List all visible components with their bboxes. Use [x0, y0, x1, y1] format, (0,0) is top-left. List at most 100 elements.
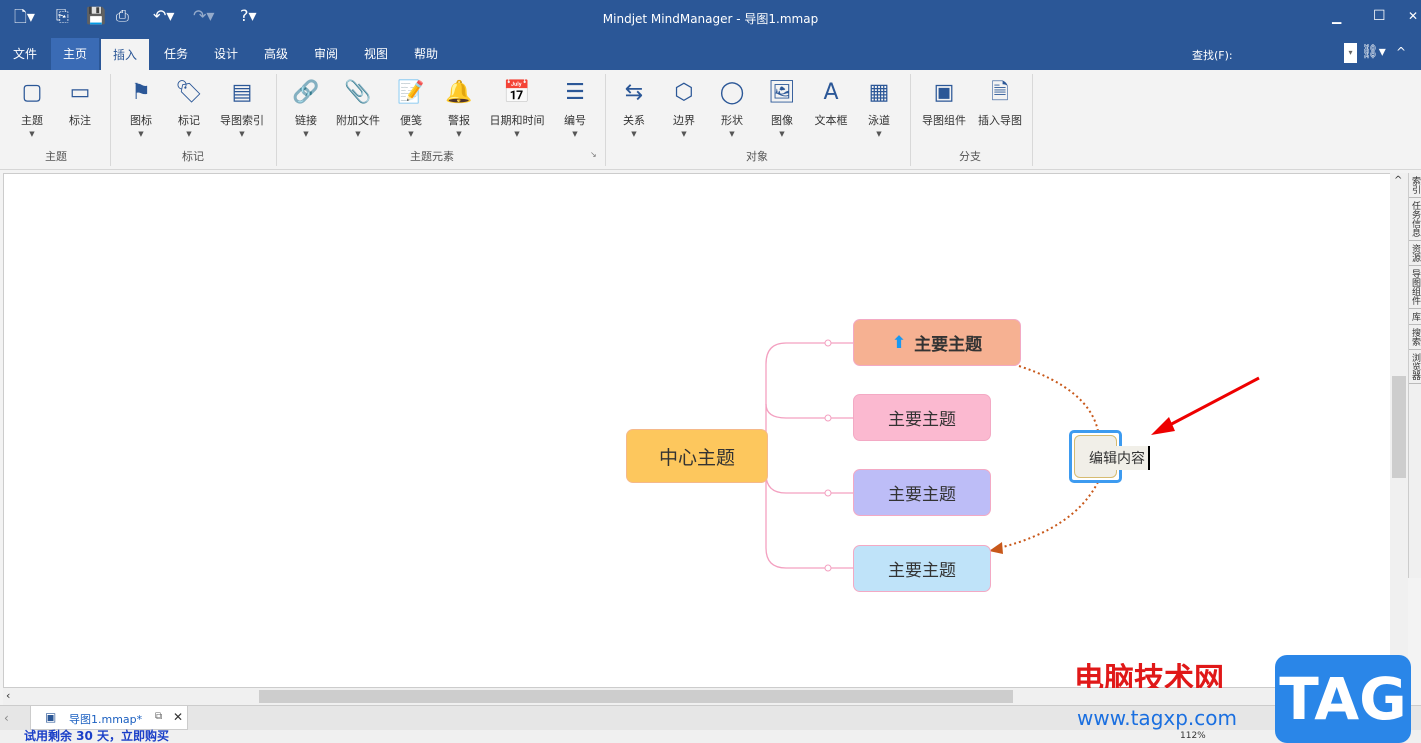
tab-task[interactable]: 任务: [164, 47, 189, 61]
tab-help[interactable]: 帮助: [414, 47, 439, 61]
insert-map-button[interactable]: 🗎 插入导图: [972, 78, 1028, 128]
open-icon[interactable]: ⎘: [56, 6, 69, 25]
relationship-button[interactable]: ⇆关系▼: [606, 78, 662, 138]
print-icon[interactable]: ⎙: [116, 6, 129, 25]
collapse-ribbon-icon[interactable]: ^: [1396, 45, 1407, 59]
dropdown-arrow-icon: ▼: [303, 130, 309, 138]
undo-icon[interactable]: ↶▾: [153, 6, 175, 25]
dropdown-arrow-icon: ▼: [239, 130, 245, 138]
scroll-left-icon[interactable]: ‹: [6, 689, 11, 702]
button-label: 图像: [771, 114, 793, 127]
callout-button[interactable]: ▭标注: [52, 78, 108, 128]
note-icon: 📝: [397, 80, 425, 105]
find-dropdown[interactable]: ▾: [1344, 43, 1357, 63]
tab-insert[interactable]: 插入: [101, 39, 150, 71]
topic-button[interactable]: ▢主题▼: [4, 78, 60, 138]
dropdown-arrow-icon: ▼: [355, 130, 361, 138]
tab-home[interactable]: 主页: [51, 38, 100, 70]
relationship-line: [998, 481, 1099, 549]
close-button[interactable]: ✕: [1408, 9, 1419, 23]
main-topic-2[interactable]: 主要主题: [853, 394, 991, 441]
dropdown-arrow-icon: ▼: [186, 130, 192, 138]
horizontal-scrollbar[interactable]: ‹: [3, 688, 1391, 705]
side-panel-tab[interactable]: 搜索: [1409, 325, 1421, 350]
button-label: 标记: [178, 114, 200, 127]
branch-line: [765, 456, 854, 569]
icon-button[interactable]: ⚑图标▼: [113, 78, 169, 138]
help-icon[interactable]: ?▾: [240, 6, 257, 25]
binoculars-icon[interactable]: ⛓▾: [1361, 44, 1386, 60]
tag-icon: 🏷: [175, 80, 203, 105]
trial-link[interactable]: 试用剩余 30 天，立即购买: [24, 729, 170, 743]
attachment-button[interactable]: 📎附加文件▼: [330, 78, 386, 138]
main-topic-3[interactable]: 主要主题: [853, 469, 991, 516]
map-canvas[interactable]: 中心主题 ⬆主要主题 主要主题 主要主题 主要主题 编辑内容 电脑技术网: [3, 173, 1391, 697]
button-label: 链接: [295, 114, 317, 127]
image-button[interactable]: 🖼图像▼: [754, 78, 810, 138]
tab-scroll-left-icon[interactable]: ‹: [4, 711, 9, 725]
swimlane-button[interactable]: ▦泳道▼: [851, 78, 907, 138]
map-index-button[interactable]: ▤导图索引▼: [214, 78, 270, 138]
button-label: 边界: [673, 114, 695, 127]
new-icon[interactable]: 🗋▾: [14, 7, 35, 26]
group-label: 对象: [746, 150, 768, 163]
tab-advanced[interactable]: 高级: [264, 47, 289, 61]
shape-button[interactable]: ◯形状▼: [704, 78, 760, 138]
tab-review[interactable]: 审阅: [314, 47, 339, 61]
relationship-icon: ⇆: [624, 80, 644, 105]
button-label: 警报: [448, 114, 470, 127]
redo-icon[interactable]: ↷▾: [193, 6, 215, 25]
button-label: 编号: [564, 114, 586, 127]
tab-file[interactable]: 文件: [13, 47, 38, 61]
tab-view[interactable]: 视图: [364, 47, 389, 61]
icon-icon: ⚑: [131, 80, 151, 105]
button-label: 文本框: [814, 114, 848, 127]
note-button[interactable]: 📝便笺▼: [383, 78, 439, 138]
vertical-scrollbar[interactable]: ^: [1390, 173, 1408, 688]
main-topic-4[interactable]: 主要主题: [853, 545, 991, 592]
callout-edit-input[interactable]: 编辑内容: [1086, 446, 1150, 470]
ribbon-tabs: 文件 主页 插入 任务 设计 高级 审阅 视图 帮助 查找(F): ▾ ⛓▾ ^: [0, 38, 1421, 71]
date-time-button[interactable]: 📅日期和时间▼: [489, 78, 545, 138]
dropdown-arrow-icon: ▼: [138, 130, 144, 138]
close-tab-icon[interactable]: ✕: [173, 710, 184, 724]
numbering-button[interactable]: ☰编号▼: [547, 78, 603, 138]
map-part-button[interactable]: ▣ 导图组件: [916, 78, 972, 128]
scroll-thumb[interactable]: [1392, 376, 1406, 478]
button-label: 关系: [623, 114, 645, 127]
main-topic-1[interactable]: ⬆主要主题: [853, 319, 1021, 366]
insert-map-icon: 🗎: [991, 80, 1009, 105]
save-icon[interactable]: 💾: [86, 6, 106, 25]
central-topic[interactable]: 中心主题: [626, 429, 768, 483]
side-panel-tab[interactable]: 资源: [1409, 241, 1421, 266]
zoom-level[interactable]: 112%: [1180, 731, 1206, 741]
side-panel-tab[interactable]: 索引: [1409, 173, 1421, 198]
side-panel-tab[interactable]: 任务信息: [1409, 198, 1421, 241]
side-panel-tab[interactable]: 导图组件: [1409, 266, 1421, 309]
link-button[interactable]: 🔗 链接 ▼: [278, 78, 334, 138]
find-input[interactable]: [1250, 43, 1356, 63]
button-label: 日期和时间: [489, 114, 545, 127]
tag-button[interactable]: 🏷 标记 ▼: [161, 78, 217, 138]
button-label: 插入导图: [978, 114, 1022, 127]
tab-design[interactable]: 设计: [214, 47, 239, 61]
arrow-up-icon: ⬆: [891, 332, 907, 353]
side-panel-tab[interactable]: 库: [1409, 309, 1421, 325]
side-panel-tab[interactable]: 浏览器: [1409, 350, 1421, 384]
link-icon: 🔗: [292, 80, 320, 105]
minimize-button[interactable]: ▁: [1332, 10, 1342, 24]
dialog-launcher-icon[interactable]: ↘: [590, 150, 597, 159]
window-title: Mindjet MindManager - 导图1.mmap: [602, 12, 819, 26]
doc-tab[interactable]: ▣ 导图1.mmap* ⧉ ✕: [30, 706, 188, 730]
map-part-icon: ▣: [933, 80, 955, 105]
group-divider: [605, 74, 606, 166]
button-label: 导图组件: [922, 114, 966, 127]
maximize-button[interactable]: ☐: [1373, 8, 1386, 24]
boundary-button[interactable]: ⬡边界▼: [656, 78, 712, 138]
float-icon[interactable]: ⧉: [155, 711, 163, 722]
scroll-up-icon[interactable]: ^: [1394, 175, 1403, 186]
numbering-icon: ☰: [565, 80, 585, 105]
scroll-thumb[interactable]: [259, 690, 1013, 703]
alarm-button[interactable]: 🔔警报▼: [431, 78, 487, 138]
